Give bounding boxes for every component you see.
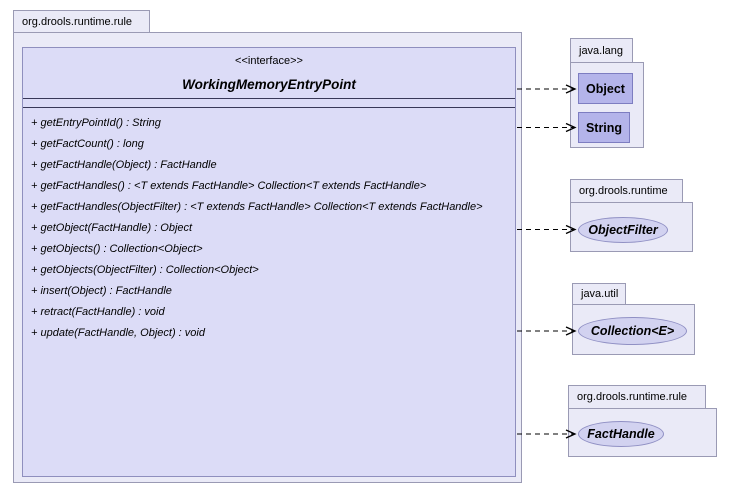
interface-name: WorkingMemoryEntryPoint	[182, 77, 356, 92]
package-label: org.drools.runtime.rule	[22, 15, 133, 28]
method-item: + getObjects(ObjectFilter) : Collection<…	[31, 264, 259, 276]
interface-working-memory-entry-point[interactable]: <<interface>> WorkingMemoryEntryPoint + …	[22, 47, 516, 477]
compartment-separator	[23, 98, 515, 99]
package-tab-org-drools-runtime[interactable]: org.drools.runtime	[570, 179, 683, 203]
interface-collection[interactable]: Collection<E>	[578, 317, 687, 345]
class-object[interactable]: Object	[578, 73, 633, 104]
interface-facthandle[interactable]: FactHandle	[578, 421, 664, 447]
method-item: + getObjects() : Collection<Object>	[31, 243, 203, 255]
method-item: + update(FactHandle, Object) : void	[31, 327, 205, 339]
method-item: + getFactHandles(ObjectFilter) : <T exte…	[31, 201, 483, 213]
compartment-separator	[23, 107, 515, 108]
interface-stereotype: <<interface>>	[235, 55, 303, 67]
package-tab-java-lang[interactable]: java.lang	[570, 38, 633, 63]
method-item: + getEntryPointId() : String	[31, 117, 161, 129]
package-tab-java-util[interactable]: java.util	[572, 283, 626, 305]
package-label: java.lang	[579, 44, 624, 57]
package-tab-org-drools-runtime-rule[interactable]: org.drools.runtime.rule	[13, 10, 150, 33]
method-item: + getFactHandles() : <T extends FactHand…	[31, 180, 427, 192]
method-item: + getObject(FactHandle) : Object	[31, 222, 193, 234]
interface-objectfilter[interactable]: ObjectFilter	[578, 217, 668, 243]
methods-compartment: + getEntryPointId() : String + getFactCo…	[23, 113, 515, 344]
package-tab-org-drools-runtime-rule-right[interactable]: org.drools.runtime.rule	[568, 385, 706, 409]
method-item: + getFactCount() : long	[31, 138, 144, 150]
method-item: + getFactHandle(Object) : FactHandle	[31, 159, 217, 171]
method-item: + retract(FactHandle) : void	[31, 306, 165, 318]
package-label: org.drools.runtime.rule	[577, 391, 688, 403]
package-label: java.util	[581, 288, 619, 300]
class-string[interactable]: String	[578, 112, 630, 143]
package-label: org.drools.runtime	[579, 185, 668, 197]
method-item: + insert(Object) : FactHandle	[31, 285, 172, 297]
